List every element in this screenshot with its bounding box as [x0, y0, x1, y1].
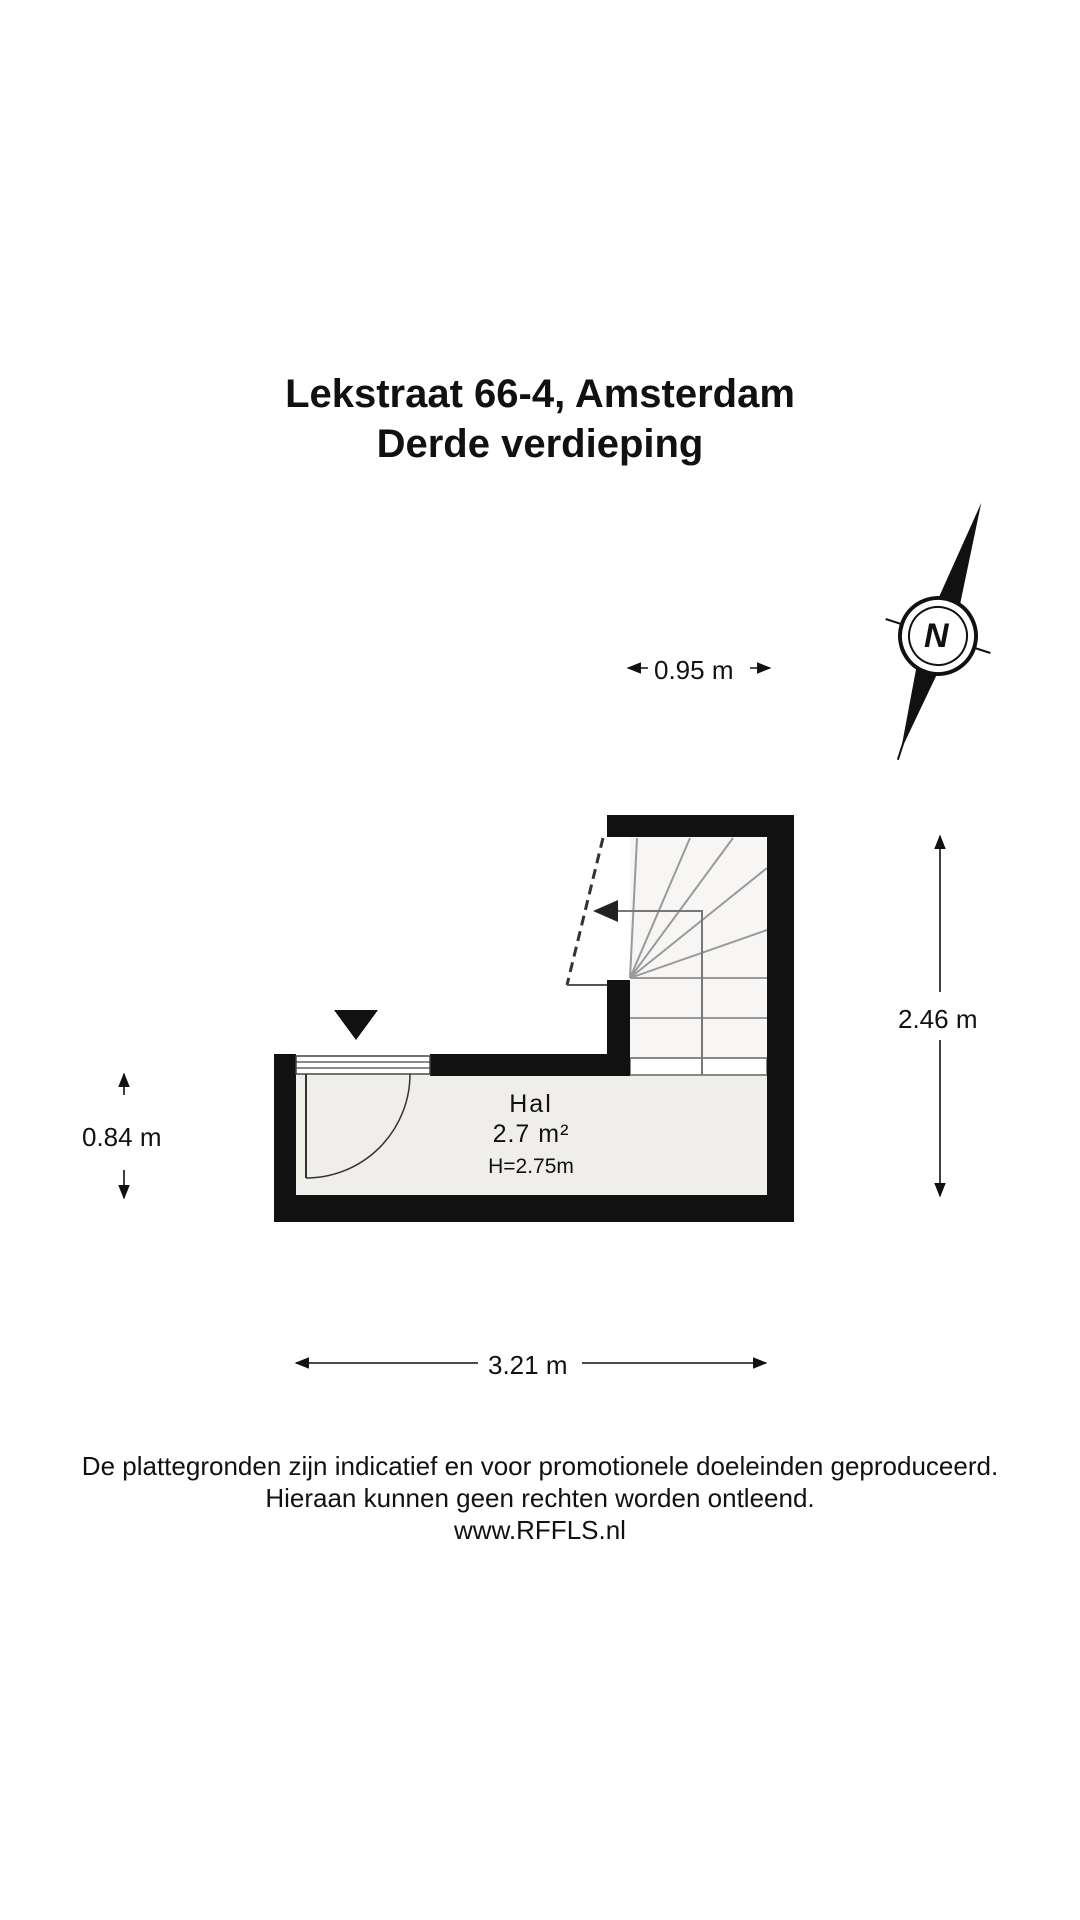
disclaimer-line-1: De plattegronden zijn indicatief en voor… [81, 1451, 999, 1481]
room-name: Hal [509, 1090, 553, 1118]
dimension-left-height: 0.84 m [82, 1122, 162, 1152]
floor-subtitle: Derde verdieping [376, 422, 704, 466]
dimension-right-height: 2.46 m [898, 1004, 978, 1034]
stair-opening-edge [565, 837, 605, 986]
door-swing-arc [305, 1073, 411, 1179]
floor-area [295, 835, 767, 1195]
room-height: H=2.75m [488, 1155, 574, 1178]
dimension-top-width: 0.95 m [654, 655, 734, 685]
walls [274, 815, 794, 1222]
disclaimer-line-2: Hieraan kunnen geen rechten worden ontle… [265, 1483, 815, 1513]
north-arrow-icon [885, 502, 991, 760]
room-area: 2.7 m² [492, 1120, 570, 1148]
compass-label: N [924, 617, 949, 655]
stair-direction-arrow [593, 900, 618, 922]
entrance-marker-icon [334, 1010, 378, 1040]
dimension-bottom-width: 3.21 m [488, 1350, 568, 1380]
door-frame [295, 1055, 431, 1075]
page-title: Lekstraat 66-4, Amsterdam [285, 372, 795, 416]
dimension-lines [118, 662, 946, 1369]
website-link[interactable]: www.RFFLS.nl [454, 1515, 626, 1545]
